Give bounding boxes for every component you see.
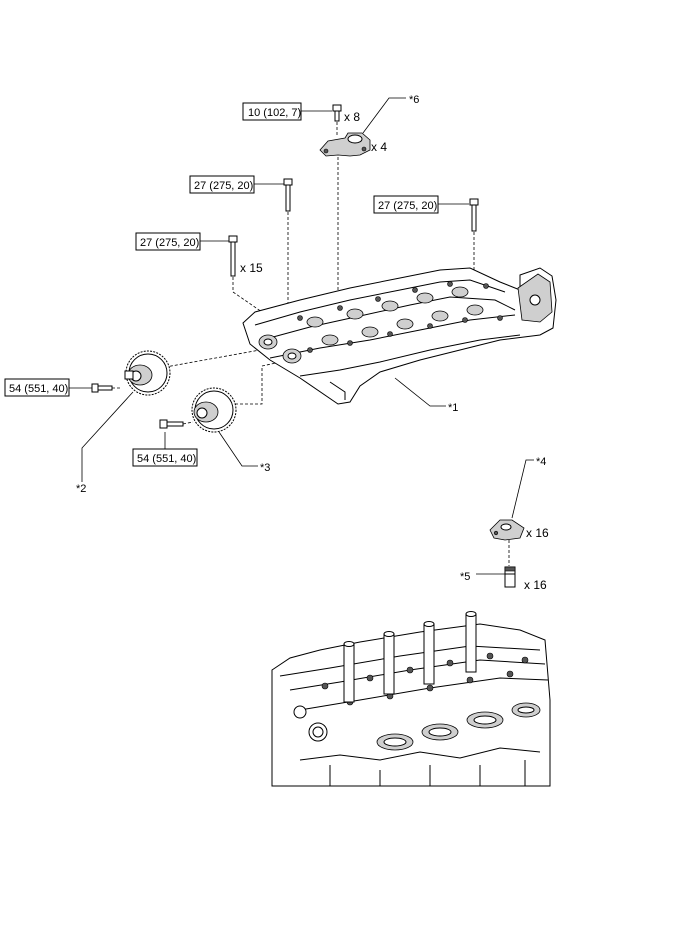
callout-6: *6 bbox=[409, 94, 419, 106]
torque-spec-27-left: 27 (275, 20) bbox=[135, 232, 201, 251]
cylinder-head bbox=[271, 611, 551, 787]
qty-x15: x 15 bbox=[240, 261, 263, 275]
svg-text:27 (275, 20): 27 (275, 20) bbox=[194, 180, 253, 192]
bolt-icon bbox=[91, 104, 479, 429]
svg-text:54 (551, 40): 54 (551, 40) bbox=[137, 453, 196, 465]
qty-x16-adjuster: x 16 bbox=[524, 578, 547, 592]
bearing-cap-icon bbox=[319, 132, 371, 157]
callout-4: *4 bbox=[536, 456, 546, 468]
torque-spec-10: 10 (102, 7) bbox=[242, 102, 302, 121]
camshaft-housing bbox=[242, 267, 557, 405]
svg-text:27 (275, 20): 27 (275, 20) bbox=[378, 200, 437, 212]
lash-adjuster bbox=[504, 566, 516, 588]
rocker-arm bbox=[489, 519, 525, 541]
qty-x4: x 4 bbox=[371, 140, 387, 154]
qty-x8: x 8 bbox=[344, 110, 360, 124]
cam-timing-gear-exhaust bbox=[191, 387, 237, 433]
callout-3: *3 bbox=[260, 462, 270, 474]
torque-spec-54-left: 54 (551, 40) bbox=[4, 378, 70, 397]
svg-text:54 (551, 40): 54 (551, 40) bbox=[9, 383, 68, 395]
svg-text:10 (102, 7): 10 (102, 7) bbox=[248, 107, 301, 119]
torque-spec-27-upper: 27 (275, 20) bbox=[189, 175, 255, 194]
torque-spec-27-right: 27 (275, 20) bbox=[373, 195, 439, 214]
callout-1: *1 bbox=[448, 402, 458, 414]
svg-text:27 (275, 20): 27 (275, 20) bbox=[140, 237, 199, 249]
cam-timing-gear bbox=[124, 350, 171, 396]
qty-x16-rocker: x 16 bbox=[526, 526, 549, 540]
callout-2: *2 bbox=[76, 483, 86, 495]
callout-5: *5 bbox=[460, 571, 470, 583]
torque-spec-54-lower: 54 (551, 40) bbox=[132, 448, 198, 467]
